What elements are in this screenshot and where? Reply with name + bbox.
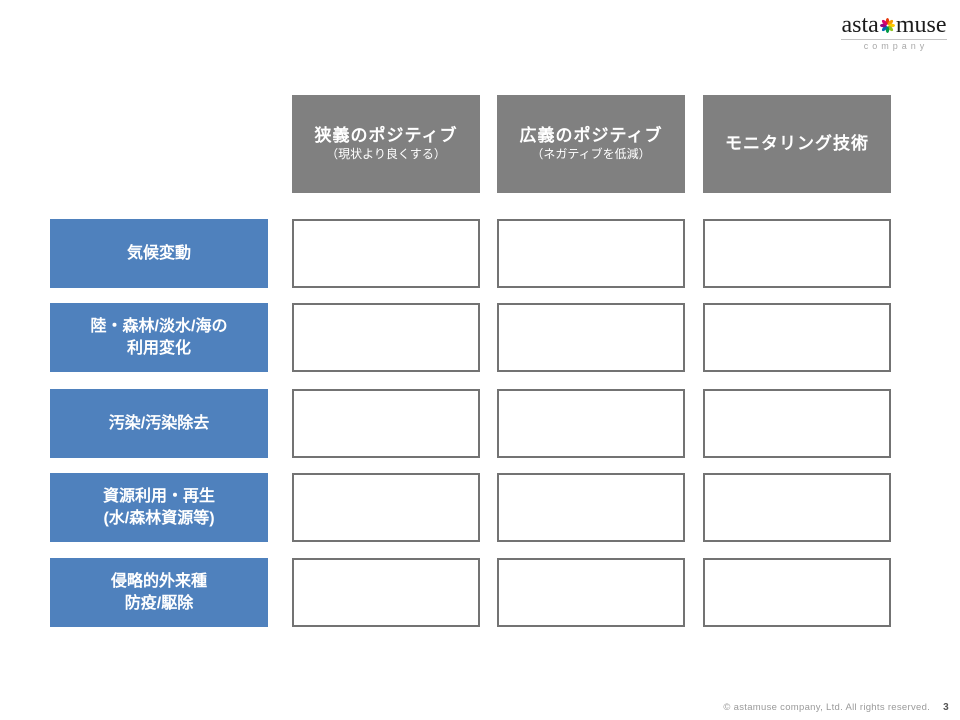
matrix-cell	[497, 219, 685, 288]
row-header-climate-change: 気候変動	[50, 219, 268, 288]
row-header-line: 資源利用・再生	[102, 487, 215, 505]
row-header-line: (水/森林資源等)	[103, 509, 215, 527]
column-header-subtitle: （現状より良くする）	[326, 147, 446, 162]
row-header-line: 侵略的外来種	[110, 572, 207, 590]
row-header-invasive-species: 侵略的外来種 防疫/駆除	[50, 558, 268, 627]
logo-text-asta: asta	[841, 12, 879, 38]
page-number: 3	[943, 702, 949, 713]
column-header-monitoring-tech: モニタリング技術	[703, 95, 891, 193]
column-header-broad-positive: 広義のポジティブ （ネガティブを低減）	[497, 95, 685, 193]
matrix-cell	[292, 219, 480, 288]
logo-subtitle: company	[841, 39, 947, 51]
row-header-line: 気候変動	[126, 244, 191, 262]
logo-text-muse: muse	[895, 12, 947, 38]
row-header-resource-use: 資源利用・再生 (水/森林資源等)	[50, 473, 268, 542]
matrix-cell	[292, 558, 480, 627]
row-header-line: 汚染/汚染除去	[108, 414, 210, 432]
matrix-cell	[497, 558, 685, 627]
copyright-text: © astamuse company, Ltd. All rights rese…	[723, 702, 931, 713]
matrix-cell	[292, 303, 480, 372]
matrix-cell	[703, 558, 891, 627]
footer: © astamuse company, Ltd. All rights rese…	[723, 702, 949, 713]
matrix-cell	[703, 389, 891, 458]
column-header-title: モニタリング技術	[725, 134, 869, 154]
logo-wordmark: asta muse	[841, 13, 947, 37]
matrix-cell	[292, 389, 480, 458]
matrix-cell	[497, 303, 685, 372]
column-header-subtitle: （ネガティブを低減）	[531, 147, 651, 162]
row-header-line: 防疫/駆除	[124, 594, 194, 612]
matrix-cell	[703, 303, 891, 372]
matrix-cell	[703, 473, 891, 542]
matrix-cell	[703, 219, 891, 288]
column-header-title: 狭義のポジティブ	[314, 125, 458, 145]
matrix-cell	[292, 473, 480, 542]
pinwheel-asterisk-icon	[879, 17, 895, 33]
column-header-title: 広義のポジティブ	[519, 125, 663, 145]
astamuse-logo: asta muse company	[841, 13, 947, 51]
column-header-narrow-positive: 狭義のポジティブ （現状より良くする）	[292, 95, 480, 193]
row-header-line: 陸・森林/淡水/海の	[90, 317, 228, 335]
matrix-cell	[497, 473, 685, 542]
row-header-pollution: 汚染/汚染除去	[50, 389, 268, 458]
row-header-land-use-change: 陸・森林/淡水/海の 利用変化	[50, 303, 268, 372]
row-header-line: 利用変化	[126, 339, 191, 357]
matrix-cell	[497, 389, 685, 458]
